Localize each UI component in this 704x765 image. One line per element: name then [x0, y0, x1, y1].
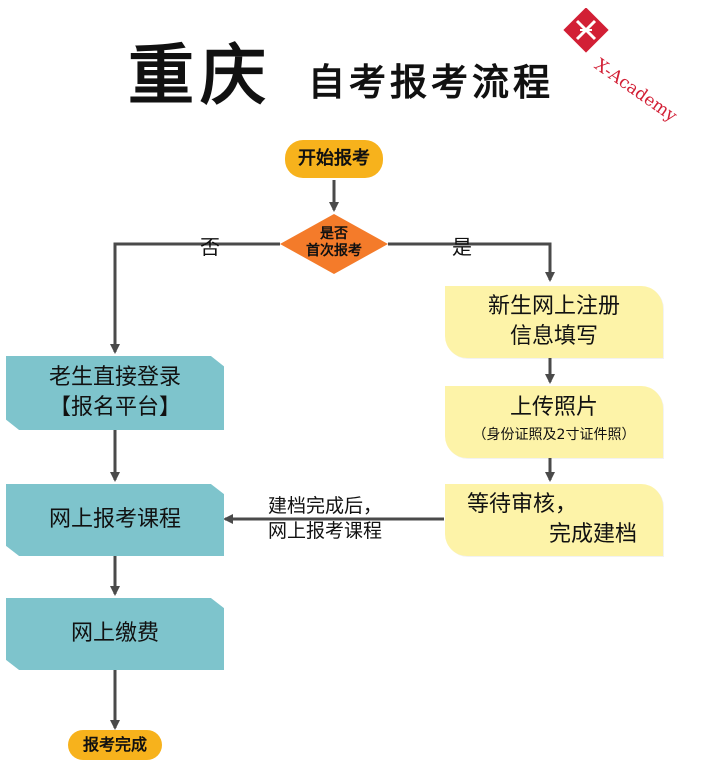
- old-login-line-2: 【报名平台】: [48, 395, 181, 420]
- decision-diamond: [280, 214, 388, 274]
- old-login-line-1: 老生直接登录: [48, 365, 181, 390]
- edge-label-archived: 建档完成后， 网上报考课程: [268, 494, 382, 544]
- decision-line-1: 是否: [320, 226, 348, 242]
- edge-label-archived-line-1: 建档完成后，: [268, 495, 383, 517]
- wait-review-line-2: 完成建档: [548, 522, 637, 547]
- wait-review-line-1: 等待审核，: [467, 492, 578, 517]
- start-node: 开始报考: [285, 140, 383, 178]
- online-pay-box: 网上缴费: [6, 598, 224, 670]
- connector-yes-branch: [388, 242, 555, 282]
- upload-photo-box: 上传照片 （身份证照及2寸证件照）: [445, 386, 663, 458]
- decision-line-2: 首次报考: [306, 243, 362, 259]
- x-academy-logo-icon: [563, 8, 609, 53]
- online-course-box: 网上报考课程: [6, 484, 224, 556]
- edge-label-archived-line-2: 网上报考课程: [268, 520, 383, 542]
- old-login-box: 老生直接登录 【报名平台】: [6, 356, 224, 430]
- new-register-line-1: 新生网上注册: [487, 294, 620, 319]
- new-register-box: 新生网上注册 信息填写: [445, 286, 663, 358]
- edge-label-yes: 是: [452, 235, 472, 259]
- title-main: 重庆: [128, 36, 272, 114]
- connector-no-branch: [110, 242, 280, 354]
- decision-label: 是否 首次报考: [278, 226, 390, 260]
- upload-photo-note: （身份证照及2寸证件照）: [472, 427, 636, 443]
- upload-photo-title: 上传照片: [509, 395, 598, 420]
- wait-review-box: 等待审核， 完成建档: [445, 484, 663, 556]
- edge-label-no: 否: [200, 235, 220, 259]
- title-sub: 自考报考流程: [308, 60, 554, 104]
- new-register-line-2: 信息填写: [509, 324, 598, 349]
- end-node: 报考完成: [68, 730, 162, 760]
